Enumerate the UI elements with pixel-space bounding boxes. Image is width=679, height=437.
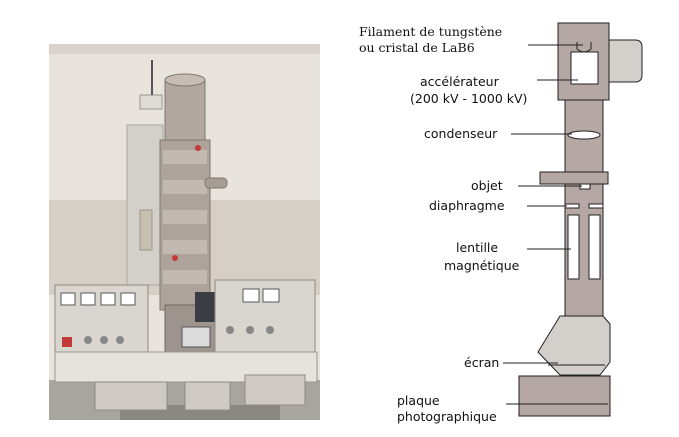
label-lentille-line2: magnétique bbox=[444, 258, 520, 273]
label-condenseur: condenseur bbox=[424, 126, 498, 141]
magnetic-lens-left bbox=[567, 214, 580, 280]
leader-lines bbox=[503, 44, 608, 405]
filament bbox=[576, 42, 592, 53]
label-ecran: écran bbox=[464, 355, 499, 370]
label-accelerateur-line1: accélérateur bbox=[420, 74, 500, 89]
diagram-labels: Filament de tungstène ou cristal de LaB6… bbox=[359, 24, 527, 424]
label-lentille-line1: lentille bbox=[456, 240, 498, 255]
label-plaque-line1: plaque bbox=[397, 393, 440, 408]
diaphragm-right bbox=[588, 203, 604, 209]
gun-side-box bbox=[607, 39, 643, 83]
magnetic-lens-right bbox=[588, 214, 601, 280]
label-accelerateur-line2: (200 kV - 1000 kV) bbox=[410, 91, 527, 106]
column-schematic bbox=[518, 22, 643, 417]
label-plaque-line2: photographique bbox=[397, 409, 497, 424]
condenser-lens bbox=[567, 130, 601, 140]
photographic-plate-box bbox=[518, 375, 611, 417]
label-objet: objet bbox=[471, 178, 503, 193]
microscope-photo bbox=[49, 44, 320, 420]
projection-chamber bbox=[537, 315, 611, 376]
accelerator-chamber bbox=[570, 51, 599, 85]
object-stage bbox=[539, 171, 609, 185]
label-diaphragme: diaphragme bbox=[429, 198, 505, 213]
label-filament-line1: Filament de tungstène bbox=[359, 24, 502, 39]
diaphragm-left bbox=[564, 203, 580, 209]
label-filament-line2: ou cristal de LaB6 bbox=[359, 40, 475, 55]
